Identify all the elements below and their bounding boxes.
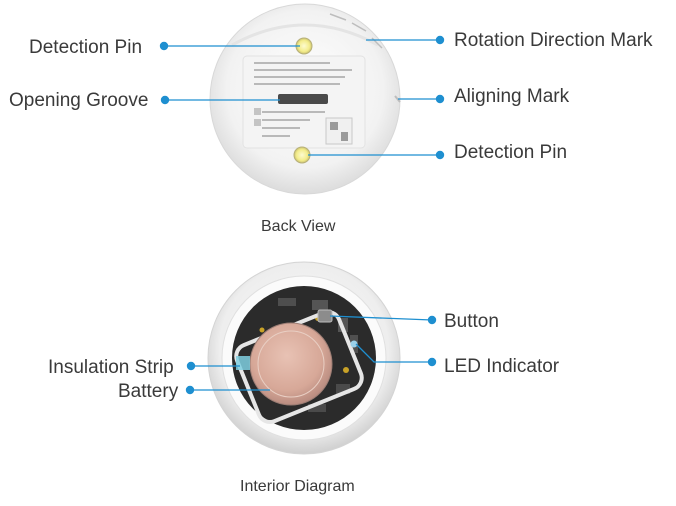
opening-groove-label: Opening Groove <box>9 90 149 111</box>
opening-groove-slot <box>278 94 328 104</box>
detection-pin-bottom-leader-dot <box>435 150 445 160</box>
detection-pin-top-label: Detection Pin <box>29 37 143 58</box>
board-button <box>317 309 333 323</box>
board-led <box>350 340 358 348</box>
button-label: Button <box>444 311 499 332</box>
battery-leader-dot <box>185 385 195 395</box>
qr-code-icon <box>325 117 353 145</box>
led-indicator-label: LED Indicator <box>444 356 560 377</box>
button-leader-line <box>329 315 433 321</box>
rotation-direction-mark-leader-dot <box>435 35 445 45</box>
detection-pin-bottom-label: Detection Pin <box>454 142 568 163</box>
detection-pin-top-leader-dot <box>159 41 169 51</box>
interior-device <box>207 261 401 455</box>
sticker-text-lines <box>254 62 352 137</box>
button-leader-dot <box>427 315 437 325</box>
leader-lines <box>159 35 445 395</box>
battery-label: Battery <box>118 381 179 402</box>
opening-groove-leader-dot <box>160 95 170 105</box>
aligning-mark-leader-dot <box>435 94 445 104</box>
back-view-device <box>209 3 401 195</box>
led-indicator-leader-dot <box>427 357 437 367</box>
coin-battery <box>249 322 333 406</box>
aligning-mark-label: Aligning Mark <box>454 86 570 107</box>
back-view-caption: Back View <box>261 218 336 235</box>
rotation-direction-mark-label: Rotation Direction Mark <box>454 30 653 51</box>
insulation-strip-label: Insulation Strip <box>48 357 174 378</box>
aligning-mark-tick <box>394 95 401 103</box>
interior-diagram-caption: Interior Diagram <box>240 478 355 495</box>
led-indicator-leader-line <box>355 343 432 363</box>
detection-pin-bottom-dot <box>293 146 311 164</box>
insulation-strip-leader-dot <box>186 361 196 371</box>
insulation-strip <box>236 356 250 370</box>
